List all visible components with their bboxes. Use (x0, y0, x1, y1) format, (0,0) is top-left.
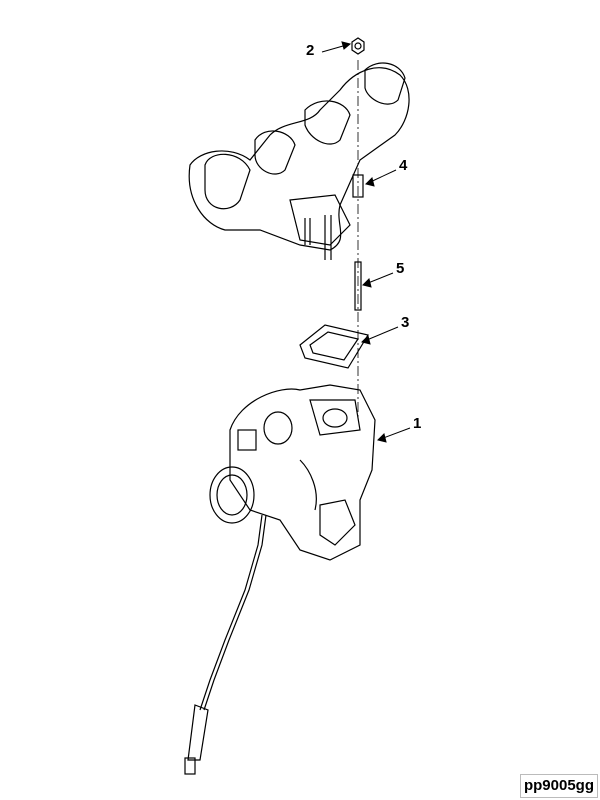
figure-id-label: pp9005gg (520, 774, 598, 798)
spacer-part-4 (352, 174, 364, 198)
callout-1: 1 (413, 415, 422, 432)
stud-part-5 (354, 261, 362, 311)
leader-arrows (321, 41, 411, 443)
callout-4: 4 (399, 157, 408, 174)
callout-5: 5 (396, 260, 405, 277)
callout-2: 2 (306, 42, 315, 59)
nut-part-2 (351, 37, 365, 55)
callout-3: 3 (401, 314, 410, 331)
turbocharger-part-1 (209, 384, 376, 561)
exhaust-manifold-part (188, 62, 410, 260)
sensor-harness (184, 514, 267, 775)
gasket-part-3 (299, 324, 369, 369)
